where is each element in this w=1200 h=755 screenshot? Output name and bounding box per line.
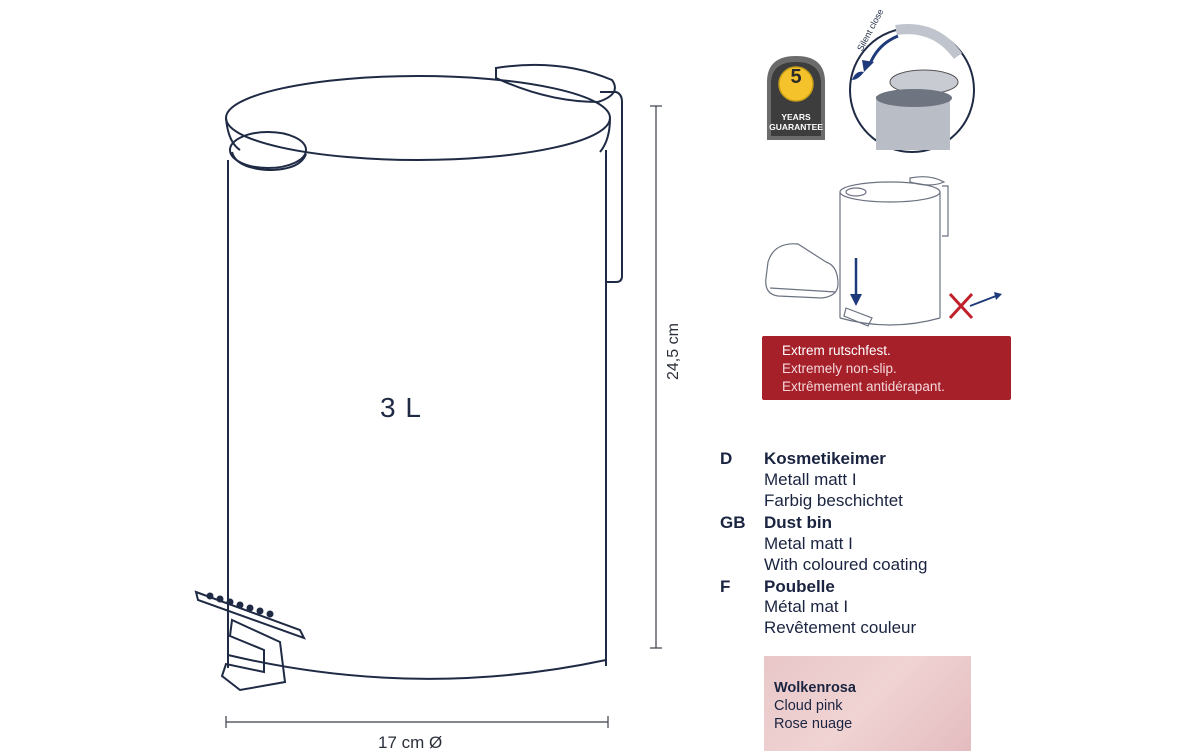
lid-tab-rear [495,63,616,104]
height-label: 24,5 cm [665,323,682,380]
lid-rim-right [599,117,611,153]
guarantee-text: YEARS GUARANTEE [765,112,827,132]
desc-line1-gb: Metal matt I [764,534,853,553]
desc-line2-f: Revêtement couleur [764,618,917,637]
lid-knob-front [229,131,307,169]
guarantee-line2: GUARANTEE [769,122,823,132]
press-arrow-icon [850,258,862,306]
width-label: 17 cm Ø [378,733,443,752]
banner-de: Extrem rutschfest. [782,343,891,358]
non-slip-banner: Extrem rutschfest. Extremely non-slip. E… [762,336,1011,400]
color-name-en: Cloud pink [774,698,843,714]
lang-code-f: F [720,577,731,596]
silent-close-icon [849,24,975,153]
lang-code-d: D [720,449,733,468]
pedal-foot [220,618,287,692]
pedal-grip-dots [206,592,274,618]
no-slide-x-icon [948,292,1002,320]
lid-outline [225,75,611,161]
desc-line1-f: Métal mat I [764,597,849,616]
desc-line2-d: Farbig beschichtet [764,491,903,510]
desc-title-gb: Dust bin [764,513,832,532]
capacity-label: 3 L [380,392,422,423]
desc-title-f: Poubelle [764,577,835,596]
guarantee-badge [767,56,825,140]
color-swatch: Wolkenrosa Cloud pink Rose nuage [764,656,971,751]
pedal-bar [194,590,307,640]
pedal-illustration [765,176,949,327]
banner-fr: Extrêmement antidérapant. [782,379,945,394]
guarantee-years-number: 5 [790,66,802,88]
color-name-fr: Rose nuage [774,716,853,732]
body-bottom-curve [227,654,607,680]
guarantee-line1: YEARS [781,112,811,122]
banner-en: Extremely non-slip. [782,361,897,376]
desc-line2-gb: With coloured coating [764,555,928,574]
desc-line1-d: Metall matt I [764,470,857,489]
desc-title-d: Kosmetikeimer [764,449,886,468]
lang-code-gb: GB [720,513,746,532]
lid-rim-left [225,117,241,151]
color-name-de: Wolkenrosa [774,680,856,696]
handle [600,91,623,283]
